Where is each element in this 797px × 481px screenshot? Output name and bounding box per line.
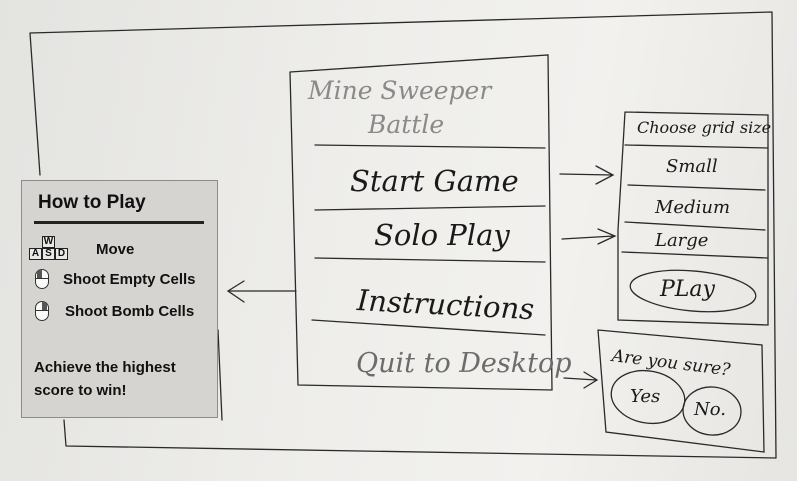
how-to-play-panel: How to Play W A S D Move Shoot Empty Cel… bbox=[21, 180, 218, 418]
key-a: A bbox=[29, 248, 42, 260]
play-oval bbox=[629, 269, 757, 313]
screen-frame bbox=[29, 11, 777, 459]
how-to-play-title: How to Play bbox=[38, 192, 146, 213]
grid-option-small[interactable]: Small bbox=[666, 156, 718, 177]
play-button[interactable]: PLay bbox=[660, 277, 715, 302]
mouse-left-click-icon bbox=[35, 269, 49, 289]
key-w: W bbox=[42, 236, 55, 248]
grid-size-heading: Choose grid size bbox=[637, 118, 772, 137]
divider-instructions bbox=[311, 319, 546, 336]
arrow-right-icon bbox=[559, 165, 615, 185]
confirm-no-button[interactable]: No. bbox=[694, 399, 726, 420]
divider-title bbox=[314, 144, 546, 149]
start-game-button[interactable]: Start Game bbox=[350, 164, 519, 198]
mouse-right-click-icon bbox=[35, 301, 49, 321]
grid-option-medium[interactable]: Medium bbox=[655, 197, 731, 218]
move-label: Move bbox=[96, 241, 135, 258]
arrow-left-icon bbox=[226, 280, 297, 303]
quit-to-desktop-button[interactable]: Quit to Desktop bbox=[356, 348, 572, 379]
divider-start bbox=[314, 205, 546, 211]
key-d: D bbox=[55, 248, 68, 260]
shoot-empty-label: Shoot Empty Cells bbox=[63, 271, 196, 288]
title-underline bbox=[34, 221, 204, 224]
win-condition-text: Achieve the highest score to win! bbox=[34, 359, 176, 399]
no-oval bbox=[682, 386, 742, 436]
grid-option-large[interactable]: Large bbox=[655, 230, 709, 251]
confirm-yes-button[interactable]: Yes bbox=[630, 386, 661, 407]
confirm-panel bbox=[597, 329, 765, 453]
menu-column bbox=[289, 54, 553, 391]
grid-panel bbox=[617, 111, 769, 326]
key-s: S bbox=[42, 248, 55, 260]
game-title-line2: Battle bbox=[368, 110, 445, 139]
arrow-right-icon bbox=[561, 228, 617, 245]
solo-play-button[interactable]: Solo Play bbox=[374, 218, 510, 252]
divider-solo bbox=[314, 257, 546, 263]
game-title-line1: Mine Sweeper bbox=[308, 76, 492, 105]
shoot-bomb-label: Shoot Bomb Cells bbox=[65, 303, 195, 320]
arrow-right-icon bbox=[563, 371, 599, 389]
